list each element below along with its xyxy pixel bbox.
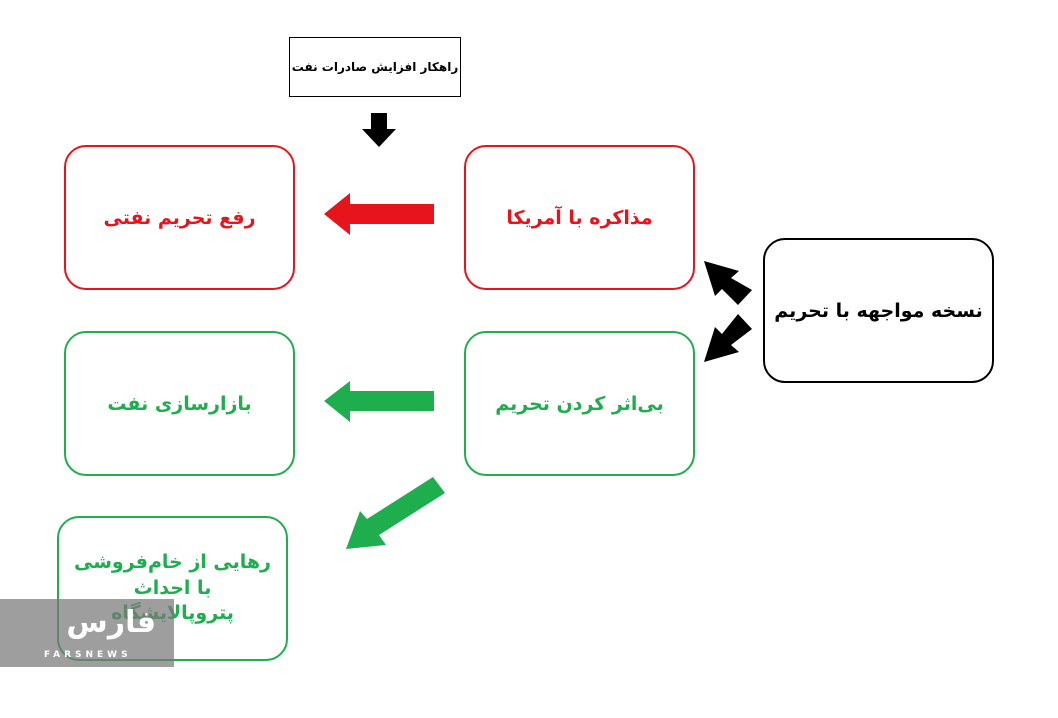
title-text: راهکار افزایش صادرات نفت: [291, 60, 459, 74]
confront-box: نسخه مواجهه با تحریم: [763, 238, 994, 383]
title-box: راهکار افزایش صادرات نفت: [289, 37, 461, 97]
negotiate-label: مذاکره با آمریکا: [506, 206, 653, 229]
negotiate-box: مذاکره با آمریکا: [464, 145, 695, 290]
down-arrow: [362, 113, 396, 147]
neutralize-box: بی‌اثر کردن تحریم: [464, 331, 695, 476]
lift-sanctions-box: رفع تحریم نفتی: [64, 145, 295, 290]
logo-name: فارس: [66, 605, 156, 640]
confront-label: نسخه مواجهه با تحریم: [774, 299, 983, 322]
logo-sub: FARSNEWS: [44, 650, 132, 660]
lift-sanctions-label: رفع تحریم نفتی: [103, 206, 256, 229]
marketing-box: بازارسازی نفت: [64, 331, 295, 476]
marketing-label: بازارسازی نفت: [107, 392, 252, 415]
black-arrow-up-left: [704, 261, 752, 305]
red-left-arrow: [324, 193, 434, 235]
green-diagonal-arrow: [346, 477, 445, 549]
black-arrow-down-left: [704, 314, 752, 362]
farsnews-logo: فارس FARSNEWS: [0, 599, 174, 667]
neutralize-label: بی‌اثر کردن تحریم: [495, 392, 664, 415]
green-left-arrow: [324, 381, 434, 422]
